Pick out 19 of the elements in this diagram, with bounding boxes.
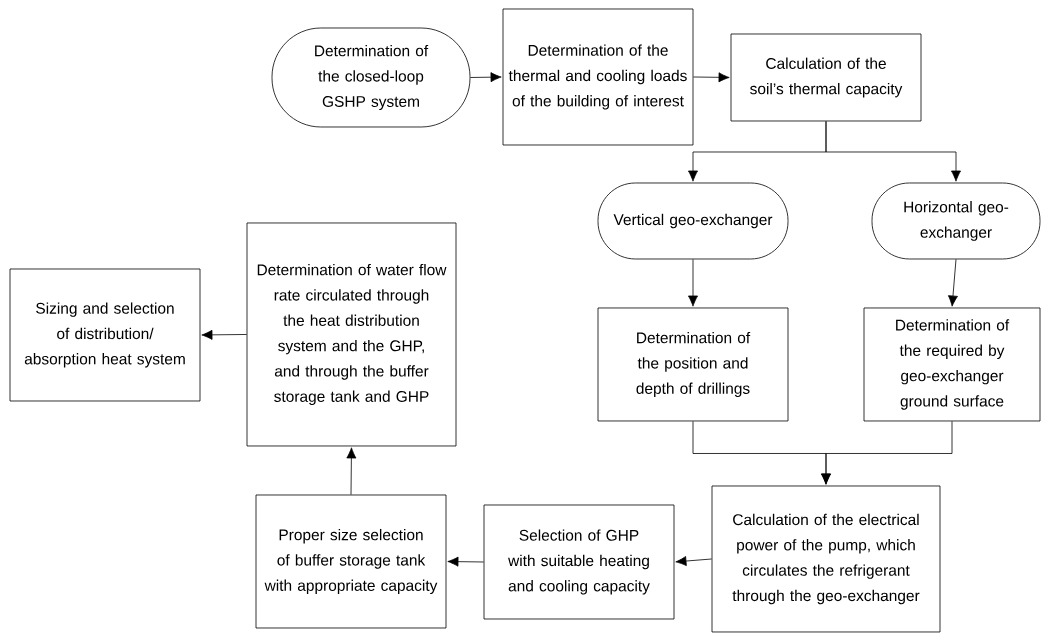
arrow	[825, 121, 961, 182]
process-box: Determination of water flow rate circulated through the heat distribution system and the GHP, and through the buffer storage tank and GHP	[246, 222, 457, 447]
arrow	[675, 556, 712, 566]
process-box: Determination of the position and depth of drillings	[597, 307, 789, 422]
process-box: Calculation of the electrical power of the pump, which circulates the refrigerant through the geo-exchanger	[711, 485, 941, 633]
process-box: Proper size selection of buffer storage tank with appropriate capacity	[255, 494, 447, 629]
process-box: Sizing and selection of distribution/ absorption heat system	[9, 268, 201, 402]
arrow	[688, 259, 698, 307]
process-box: Determination of the thermal and cooling loads of the building of interest	[502, 8, 694, 146]
process-box: Calculation of the soil’s thermal capacity	[730, 33, 922, 122]
arrow	[470, 72, 502, 83]
arrow	[346, 447, 357, 495]
arrow	[447, 556, 484, 567]
process-box: Selection of GHP with suitable heating and cooling capacity	[483, 504, 675, 620]
arrow	[693, 72, 730, 83]
arrow	[948, 259, 958, 307]
arrow	[201, 329, 247, 340]
process-box: Determination of the required by geo-exchanger ground surface	[863, 307, 1041, 422]
arrow	[821, 421, 953, 485]
